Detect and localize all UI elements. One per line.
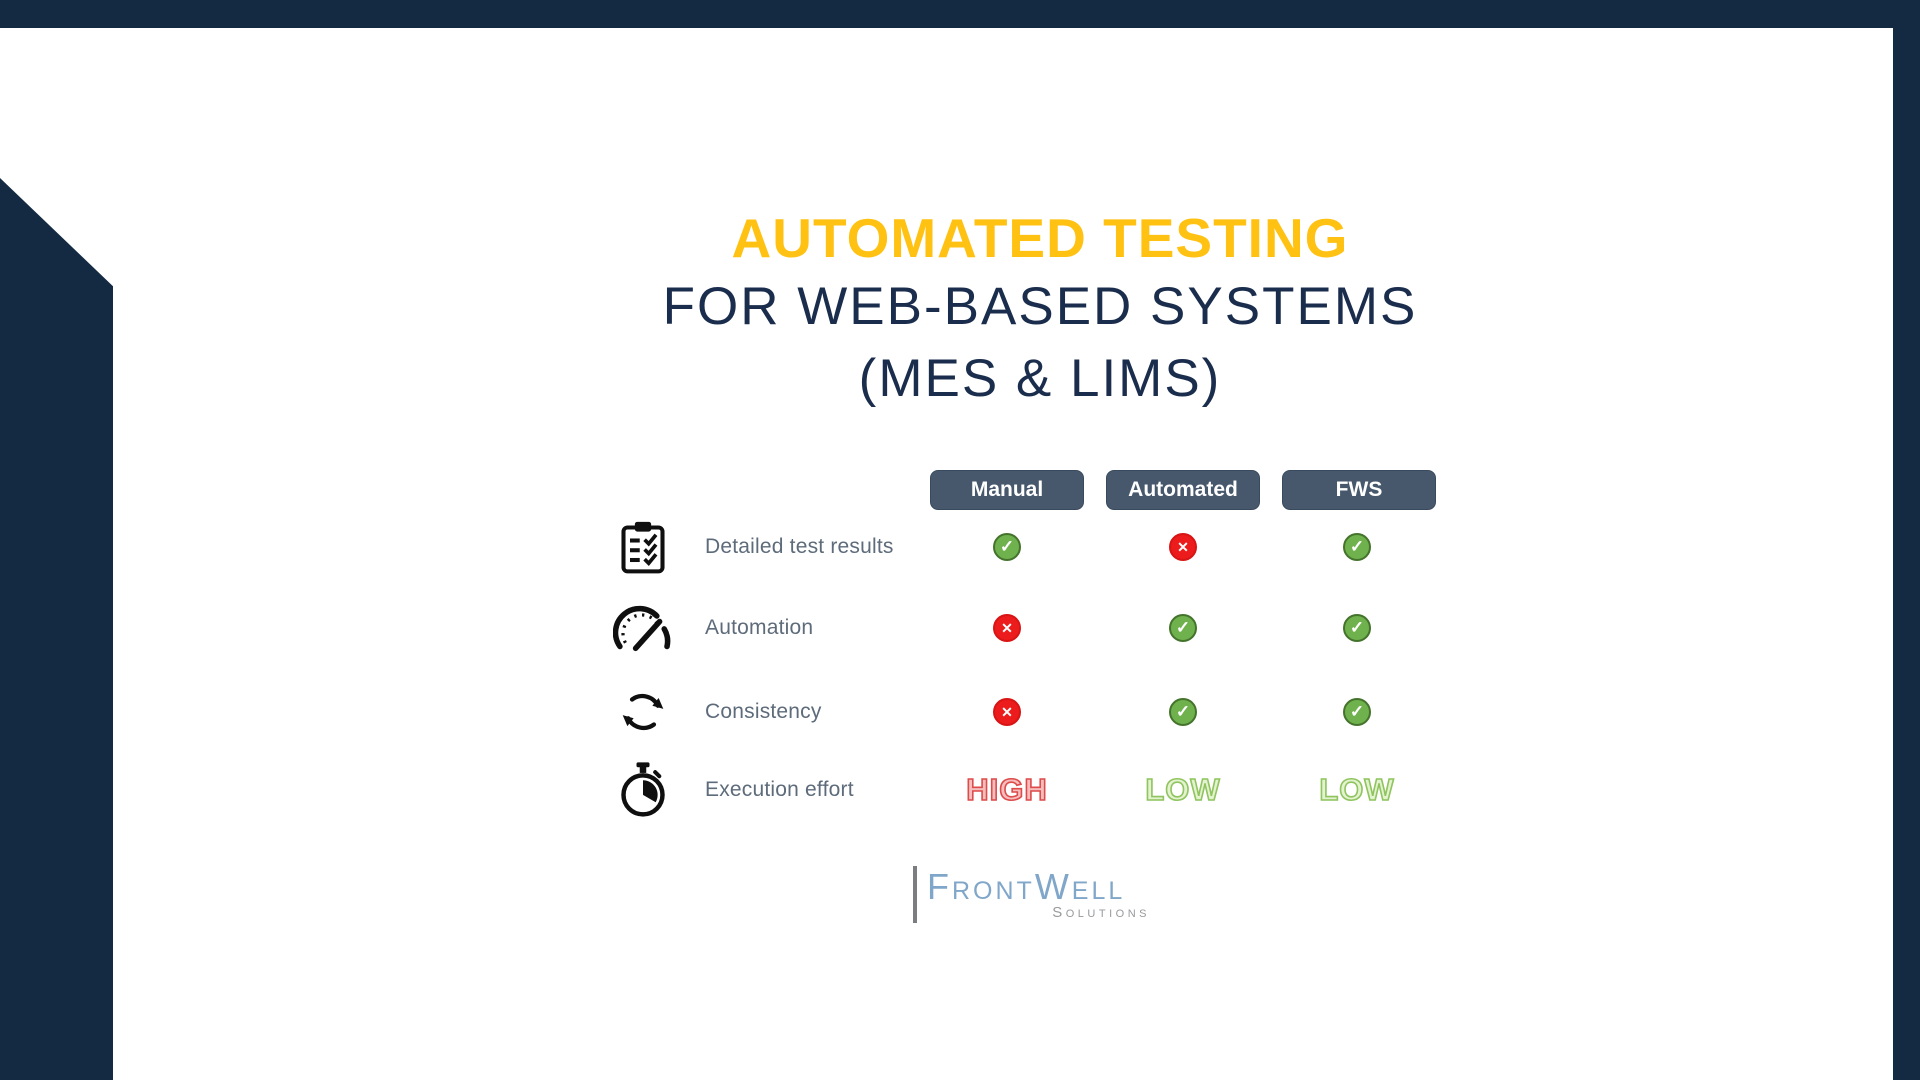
logo-subtitle-solutions: Solutions <box>1052 904 1150 921</box>
result-cross-icon: ✕ <box>993 698 1021 726</box>
stopwatch-icon <box>613 760 673 820</box>
result-check-icon: ✓ <box>1169 698 1197 726</box>
page-title: AUTOMATED TESTING <box>731 207 1349 269</box>
effort-level-low: LOW <box>1145 771 1221 808</box>
column-header-fws: FWS <box>1282 470 1436 510</box>
row-label: Automation <box>705 616 814 639</box>
speedometer-icon <box>613 598 673 658</box>
result-check-icon: ✓ <box>1169 614 1197 642</box>
row-label: Consistency <box>705 700 822 723</box>
top-accent-bar <box>0 0 1920 28</box>
effort-level-low: LOW <box>1319 771 1395 808</box>
table-row-automation: Automation ✕ ✓ ✓ <box>0 598 1920 658</box>
logo-brand-frontwell: FrontWell <box>927 866 1126 907</box>
page-subtitle-systems: (MES & LIMS) <box>858 349 1222 408</box>
right-accent-strip <box>1893 0 1920 1080</box>
result-cross-icon: ✕ <box>1169 533 1197 561</box>
sync-arrows-icon <box>613 682 673 742</box>
table-row-consistency: Consistency ✕ ✓ ✓ <box>0 682 1920 742</box>
result-check-icon: ✓ <box>993 533 1021 561</box>
left-accent-shape <box>0 178 113 1080</box>
column-header-manual: Manual <box>930 470 1084 510</box>
result-cross-icon: ✕ <box>993 614 1021 642</box>
table-row-execution-effort: Execution effort HIGH LOW LOW <box>0 760 1920 820</box>
result-check-icon: ✓ <box>1343 698 1371 726</box>
page-subtitle: FOR WEB-BASED SYSTEMS <box>662 277 1418 336</box>
row-label: Execution effort <box>705 778 854 801</box>
logo-divider-bar <box>913 866 917 923</box>
effort-level-high: HIGH <box>965 771 1048 808</box>
row-label: Detailed test results <box>705 535 894 558</box>
clipboard-checklist-icon <box>613 517 673 577</box>
table-row-detailed-test-results: Detailed test results ✓ ✕ ✓ <box>0 517 1920 577</box>
result-check-icon: ✓ <box>1343 614 1371 642</box>
result-check-icon: ✓ <box>1343 533 1371 561</box>
column-header-automated: Automated <box>1106 470 1260 510</box>
